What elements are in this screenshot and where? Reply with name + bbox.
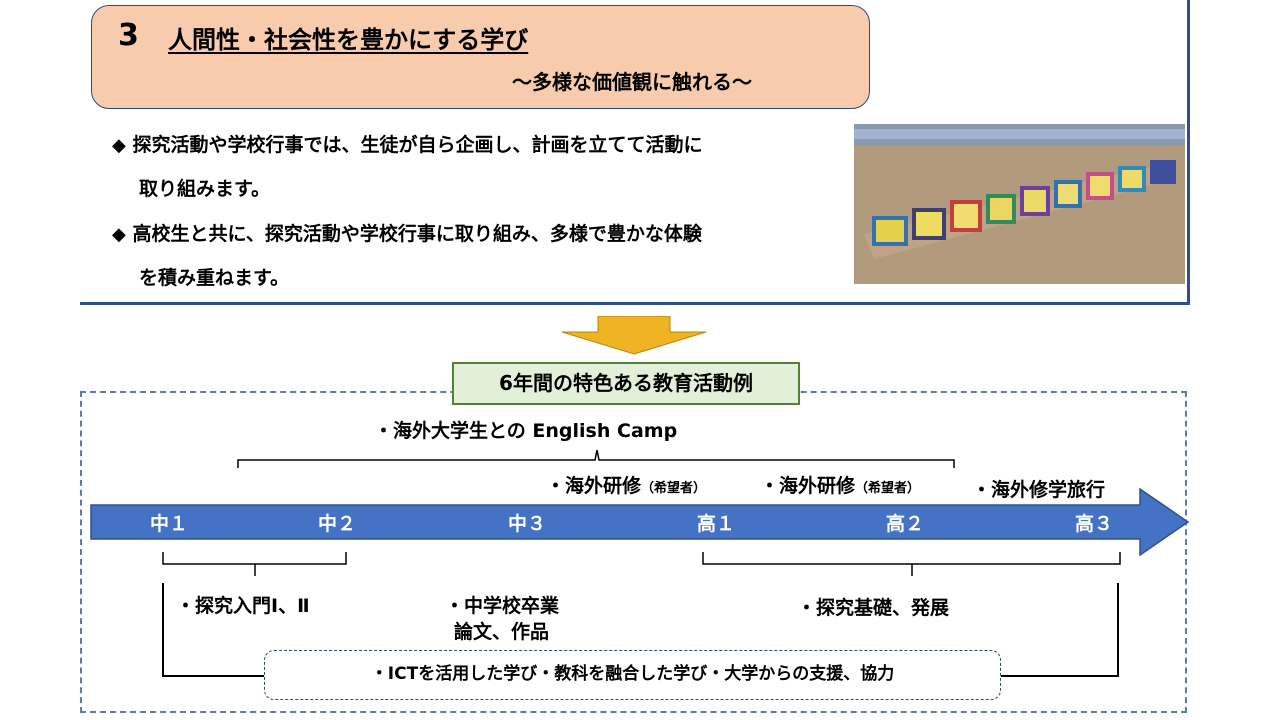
timeline-arrow	[90, 488, 1190, 556]
ict-bracket-left-vertical	[162, 583, 164, 677]
bullet-2-line-1: ◆ 高校生と共に、探究活動や学校行事に取り組み、多様で豊かな体験	[112, 222, 702, 247]
ict-box: ・ICTを活用した学び・教科を融合した学び・大学からの支援、協力	[264, 650, 1001, 700]
overseas-training-1: ・海外研修（希望者）	[546, 471, 706, 498]
bullet-2-line-2: を積み重ねます。	[139, 267, 290, 289]
grade-j1: 中１	[150, 513, 189, 535]
header-subtitle: ～多様な価値観に触れる～	[512, 70, 752, 94]
overseas-training-2-note: （希望者）	[855, 481, 921, 496]
grade-j2: 中２	[318, 513, 357, 535]
overseas-training-2: ・海外研修（希望者）	[760, 471, 920, 498]
grade-j3: 中３	[508, 513, 547, 535]
overseas-training-1-note: （希望者）	[641, 481, 707, 496]
top-frame-bottom-border	[80, 302, 1190, 305]
inquiry-intro-label: ・探究入門Ⅰ、Ⅱ	[176, 595, 310, 617]
grade-h3: 高３	[1075, 513, 1114, 535]
photo-illustration	[854, 124, 1185, 284]
top-frame-right-border	[1187, 0, 1190, 305]
header-title: 人間性・社会性を豊かにする学び	[168, 26, 529, 54]
bullet-1-line-2: 取り組みます。	[139, 178, 271, 200]
ict-bracket-right-vertical	[1117, 583, 1119, 677]
graduation-line-1: ・中学校卒業	[445, 595, 560, 617]
grade-h1: 高１	[697, 513, 736, 535]
overseas-training-2-label: ・海外研修	[760, 475, 856, 497]
bullet-1-line-1: ◆ 探究活動や学校行事では、生徒が自ら企画し、計画を立てて活動に	[112, 133, 702, 158]
header-box	[91, 5, 870, 109]
english-camp-bracket	[237, 449, 955, 468]
school-trip-label: ・海外修学旅行	[972, 479, 1106, 501]
overseas-training-1-label: ・海外研修	[546, 475, 642, 497]
inquiry-basic-bracket	[702, 552, 1121, 576]
down-arrow-icon	[561, 316, 707, 355]
graduation-line-2: 論文、作品	[454, 621, 550, 643]
section-label: 6年間の特色ある教育活動例	[452, 362, 800, 405]
students-field-photo	[854, 124, 1185, 284]
diamond-bullet-icon: ◆	[112, 135, 126, 156]
ict-bracket-right-horizontal	[1000, 675, 1119, 677]
inquiry-basic-label: ・探究基礎、発展	[797, 597, 950, 619]
header-number: 3	[118, 18, 139, 53]
diamond-bullet-icon: ◆	[112, 224, 126, 245]
english-camp-label: ・海外大学生との English Camp	[374, 420, 678, 442]
inquiry-intro-bracket	[162, 552, 347, 576]
bullet-2-text: 高校生と共に、探究活動や学校行事に取り組み、多様で豊かな体験	[132, 223, 702, 245]
ict-bracket-left-horizontal	[162, 675, 266, 677]
grade-h2: 高２	[886, 513, 925, 535]
bullet-1-text: 探究活動や学校行事では、生徒が自ら企画し、計画を立てて活動に	[132, 134, 703, 156]
